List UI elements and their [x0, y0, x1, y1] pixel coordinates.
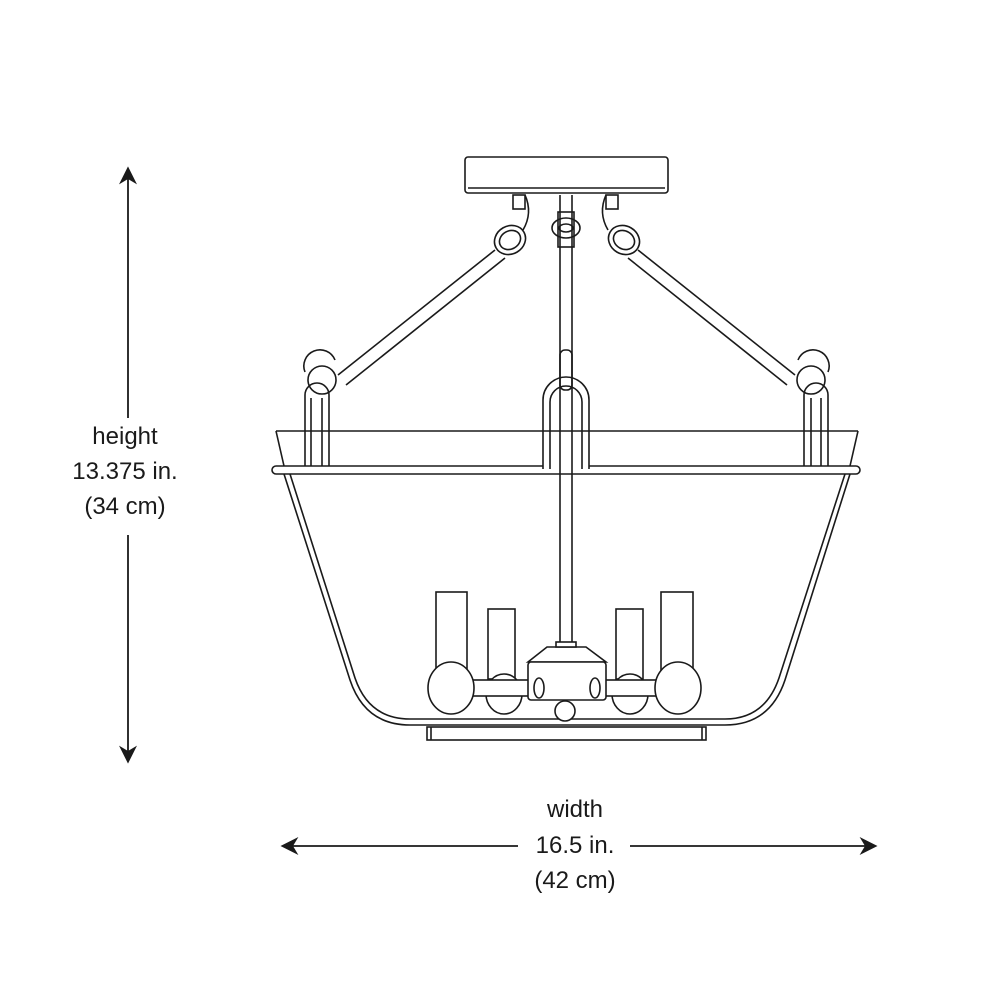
center-stem: [542, 195, 590, 645]
width-imperial: 16.5 in.: [535, 832, 615, 859]
width-label: width: [546, 796, 604, 823]
width-metric: (42 cm): [534, 867, 616, 894]
height-label: height: [92, 423, 158, 450]
ceiling-canopy: [464, 156, 669, 194]
height-metric: (34 cm): [84, 493, 166, 520]
canopy-hooks: [493, 194, 641, 256]
candle-cluster: [427, 591, 702, 722]
height-imperial: 13.375 in.: [72, 458, 178, 485]
suspension-arms: [303, 249, 830, 466]
